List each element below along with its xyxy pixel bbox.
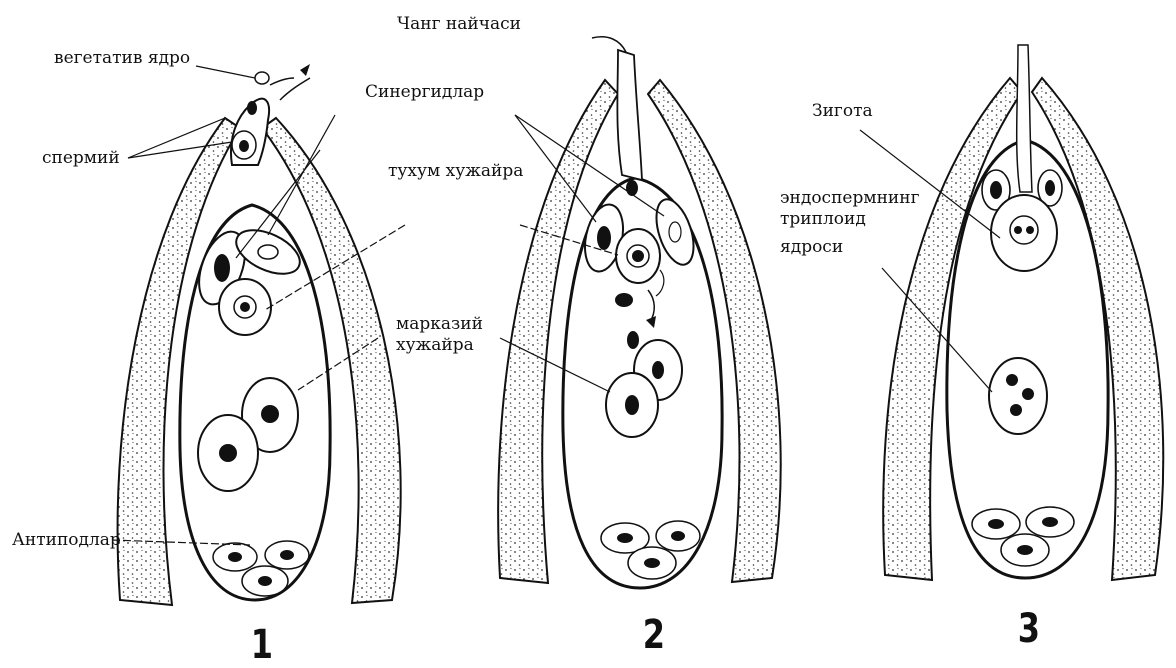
panel-number-2: 2	[643, 612, 665, 658]
panel-2-ovule	[498, 37, 781, 588]
label-sperm: спермий	[42, 150, 120, 167]
panel-3-pollen-tube	[1017, 45, 1032, 192]
label-zygote: Зигота	[812, 103, 873, 120]
label-endosperm-line3: ядроси	[780, 237, 919, 258]
label-antipodals: Антиподлар	[12, 532, 121, 549]
label-endosperm-line1: эндоспермнинг	[780, 188, 919, 209]
label-central-cell: марказий хужайра	[396, 314, 483, 357]
panel-1-vegetative-nucleus	[255, 72, 269, 84]
panel-2-pollen-tube	[617, 50, 642, 180]
label-central-cell-line2: хужайра	[396, 335, 483, 356]
panel-1-ovule	[112, 64, 405, 605]
label-vegetative-nucleus: вегетатив ядро	[54, 50, 190, 67]
label-endosperm-nucleus: эндоспермнинг триплоид ядроси	[780, 188, 919, 258]
panel-3-ovule	[860, 45, 1163, 580]
label-central-cell-line1: марказий	[396, 314, 483, 335]
panel-number-3: 3	[1018, 606, 1040, 652]
label-synergids: Синергидлар	[365, 84, 484, 101]
label-pollen-tube: Чанг найчаси	[397, 16, 521, 33]
label-egg-cell: тухум хужайра	[388, 163, 523, 180]
panel-number-1: 1	[251, 622, 273, 668]
panel-3-endosperm-nucleus	[989, 358, 1047, 434]
label-endosperm-line2: триплоид	[780, 209, 919, 230]
